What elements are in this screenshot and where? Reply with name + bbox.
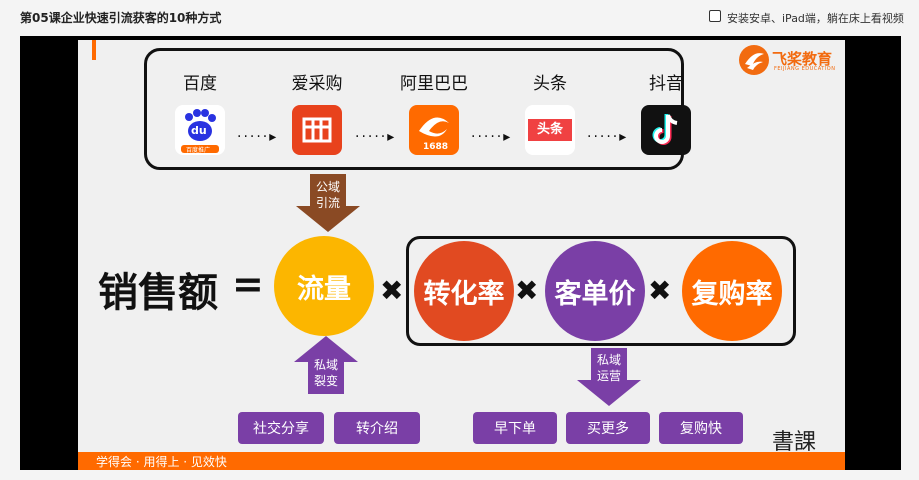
platform-douyin: 抖音 xyxy=(621,69,711,155)
baidu-icon: du 百度推广 xyxy=(175,105,225,155)
platform-baidu: 百度 du 百度推广 xyxy=(155,69,245,155)
conversion-circle: 转化率 xyxy=(414,241,514,341)
brand-logo-subtext: FEIJIANG EDUCATION xyxy=(774,66,836,72)
alibaba-icon-text: 1688 xyxy=(423,142,449,152)
baidu-icon-text: du xyxy=(191,124,207,137)
shuke-seal: 書課 xyxy=(772,430,817,455)
arrow-dots: ·····▸ xyxy=(587,129,629,145)
private-growth-arrow xyxy=(294,336,358,394)
platform-box: 百度 du 百度推广 ·····▸ 爱采购 xyxy=(144,48,691,170)
platform-label: 抖音 xyxy=(649,74,683,94)
arrow-dots: ·····▸ xyxy=(237,129,279,145)
aicaigou-icon xyxy=(292,105,342,155)
equals-sign: = xyxy=(232,262,264,306)
toutiao-icon-text: 头条 xyxy=(528,119,572,141)
sales-label: 销售额 xyxy=(98,270,218,316)
install-checkbox[interactable] xyxy=(709,10,721,22)
pill-order-early: 早下单 xyxy=(473,412,557,444)
pill-buy-more: 买更多 xyxy=(566,412,650,444)
public-traffic-arrow xyxy=(296,174,360,232)
private-operation-arrow-label: 私域运营 xyxy=(596,353,621,383)
platform-label: 头条 xyxy=(533,74,567,94)
pill-repurchase-fast: 复购快 xyxy=(659,412,743,444)
platform-label: 阿里巴巴 xyxy=(400,74,468,94)
video-player[interactable]: 飞桨教育 FEIJIANG EDUCATION 百度 du 百度推广 · xyxy=(20,36,901,470)
public-traffic-arrow-label: 公域引流 xyxy=(315,180,340,210)
course-title: 第05课企业快速引流获客的10种方式 xyxy=(20,11,222,25)
douyin-icon xyxy=(641,105,691,155)
platform-toutiao: 头条 头条 xyxy=(505,69,595,155)
private-growth-arrow-label: 私域裂变 xyxy=(313,358,338,388)
platform-label: 爱采购 xyxy=(291,74,343,94)
traffic-circle: 流量 xyxy=(274,236,374,336)
times-sign: ✖ xyxy=(648,274,672,307)
times-sign: ✖ xyxy=(515,274,539,307)
pill-social-share: 社交分享 xyxy=(238,412,324,444)
platform-label: 百度 xyxy=(183,74,217,94)
pill-referral: 转介绍 xyxy=(334,412,420,444)
slide: 飞桨教育 FEIJIANG EDUCATION 百度 du 百度推广 · xyxy=(78,40,845,470)
conversion-group-box xyxy=(406,236,796,346)
arrow-dots: ·····▸ xyxy=(355,129,397,145)
bottom-slogan-bar: 学得会 · 用得上 · 见效快 xyxy=(78,452,845,470)
toutiao-icon: 头条 xyxy=(525,105,575,155)
alibaba-icon: 1688 xyxy=(409,105,459,155)
platform-alibaba: 阿里巴巴 1688 xyxy=(389,69,479,155)
private-operation-arrow xyxy=(577,348,641,406)
brand-logo-text: 飞桨教育 xyxy=(772,50,833,68)
platform-aicaigou: 爱采购 xyxy=(272,69,362,155)
install-label[interactable]: 安装安卓、iPad端，躺在床上看视频 xyxy=(727,12,904,25)
baidu-icon-subtext: 百度推广 xyxy=(186,147,211,154)
repurchase-circle: 复购率 xyxy=(682,241,782,341)
times-sign: ✖ xyxy=(380,274,404,307)
brand-logo: 飞桨教育 FEIJIANG EDUCATION xyxy=(738,44,848,76)
bottom-slogan: 学得会 · 用得上 · 见效快 xyxy=(96,455,227,469)
slide-accent-bar xyxy=(92,40,96,60)
unit-price-circle: 客单价 xyxy=(545,241,645,341)
top-bar: 第05课企业快速引流获客的10种方式 安装安卓、iPad端，躺在床上看视频 xyxy=(0,0,919,36)
arrow-dots: ·····▸ xyxy=(471,129,513,145)
brand-logo-icon xyxy=(739,45,769,75)
